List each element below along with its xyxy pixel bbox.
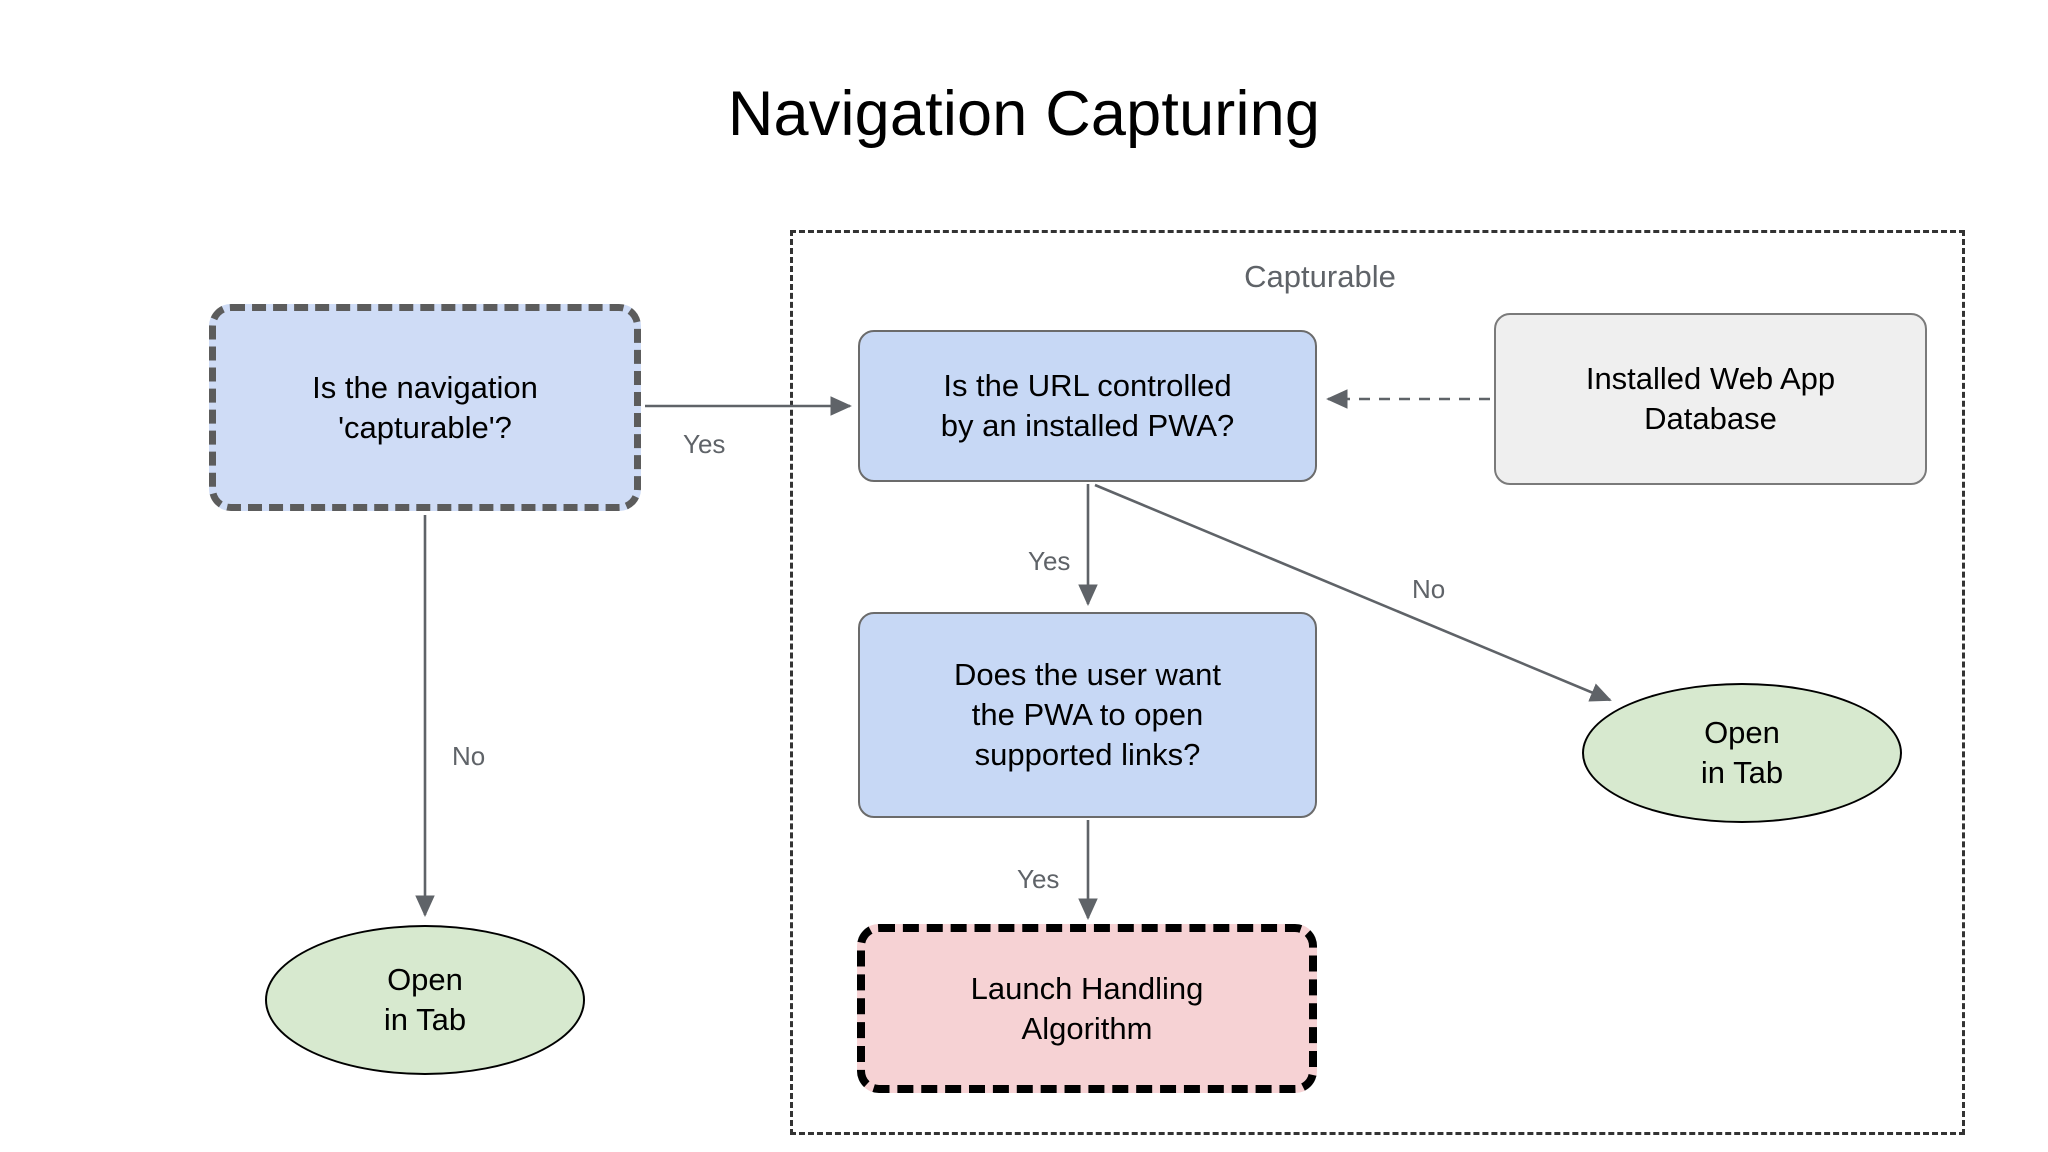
node-url-line1: Is the URL controlled (943, 368, 1232, 404)
node-capturable-line2: 'capturable'? (338, 409, 512, 445)
node-launch-line1: Launch Handling (970, 970, 1204, 1006)
node-is-navigation-capturable[interactable]: Is the navigation 'capturable'? (209, 304, 641, 511)
node-url-line2: by an installed PWA? (940, 408, 1235, 443)
node-open-tab-right-line2: in Tab (1700, 755, 1784, 790)
node-launch-line2: Algorithm (1021, 1010, 1153, 1046)
capturable-group-container (790, 230, 1965, 1135)
node-db-line1: Installed Web App (1585, 361, 1836, 397)
node-user-want-line3: supported links? (974, 736, 1201, 772)
edge-label-url-yes: Yes (1028, 546, 1071, 576)
capturable-group-label: Capturable (1244, 259, 1396, 294)
edge-label-capturable-yes: Yes (683, 429, 726, 459)
node-open-in-tab-left[interactable]: Open in Tab (265, 925, 585, 1075)
node-is-url-controlled-by-pwa[interactable]: Is the URL controlled by an installed PW… (858, 330, 1317, 482)
node-installed-web-app-database[interactable]: Installed Web App Database (1494, 313, 1927, 485)
node-launch-handling-algorithm[interactable]: Launch Handling Algorithm (857, 924, 1317, 1093)
node-capturable-line1: Is the navigation (312, 369, 538, 405)
node-open-tab-left-line1: Open (387, 962, 463, 998)
node-user-want-line1: Does the user want (953, 657, 1222, 693)
edge-label-url-no: No (1412, 574, 1446, 604)
node-user-want-line2: the PWA to open (971, 697, 1204, 733)
node-open-tab-right-line1: Open (1704, 715, 1780, 751)
node-db-line2: Database (1644, 401, 1777, 436)
node-open-in-tab-right[interactable]: Open in Tab (1582, 683, 1902, 823)
page-title: Navigation Capturing (727, 79, 1321, 149)
node-open-tab-left-line2: in Tab (383, 1002, 467, 1037)
edge-label-capturable-no: No (452, 741, 486, 771)
edge-label-user-want-yes: Yes (1017, 864, 1060, 894)
node-does-user-want-pwa-open-links[interactable]: Does the user want the PWA to open suppo… (858, 612, 1317, 818)
